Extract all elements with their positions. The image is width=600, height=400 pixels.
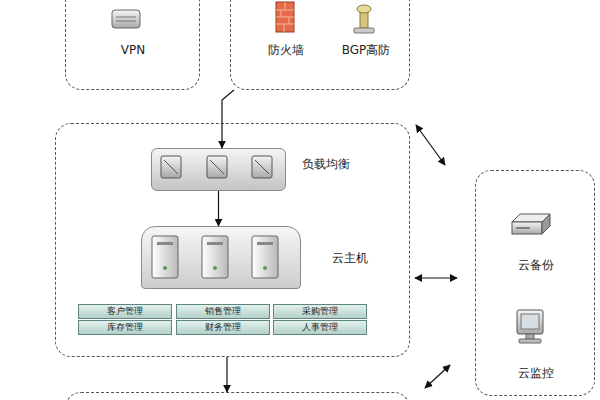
connector [218,191,219,226]
server-icons [152,236,278,278]
node-label: 云主机 [332,251,368,266]
monitor-icon [517,310,543,343]
module-label: 人事管理 [274,321,366,334]
module-box: 客户管理 [78,304,172,319]
node-label: 防火墙 [268,43,304,58]
module-box: 财务管理 [176,320,270,335]
module-label: 销售管理 [177,305,269,318]
module-box: 采购管理 [273,304,367,319]
vpn-icon [112,10,140,28]
lower-zone [65,392,410,400]
app-zone: 负载均衡云主机客户管理销售管理采购管理库存管理财务管理人事管理 [55,123,410,357]
module-label: 财务管理 [177,321,269,334]
connector [425,365,450,388]
module-label: 库存管理 [79,321,171,334]
module-box: 库存管理 [78,320,172,335]
node-label: VPN [121,43,145,58]
backup-icon [512,214,550,234]
connector [416,125,445,165]
connector [226,357,227,392]
connector [222,90,234,148]
connector [415,277,457,278]
module-label: 采购管理 [274,305,366,318]
security-zone: 防火墙 BGP高防 [230,0,410,90]
node-label: 云监控 [518,366,554,381]
module-box: 人事管理 [273,320,367,335]
node-label: 云备份 [518,258,554,273]
cloud-service-zone: 云备份云监控 [475,170,595,396]
bgp-icon [354,5,374,33]
load-balancer-icons [161,156,272,178]
module-box: 销售管理 [176,304,270,319]
node-label: BGP高防 [342,43,391,58]
firewall-icon [276,2,294,32]
module-label: 客户管理 [79,305,171,318]
node-label: 负载均衡 [302,157,350,172]
